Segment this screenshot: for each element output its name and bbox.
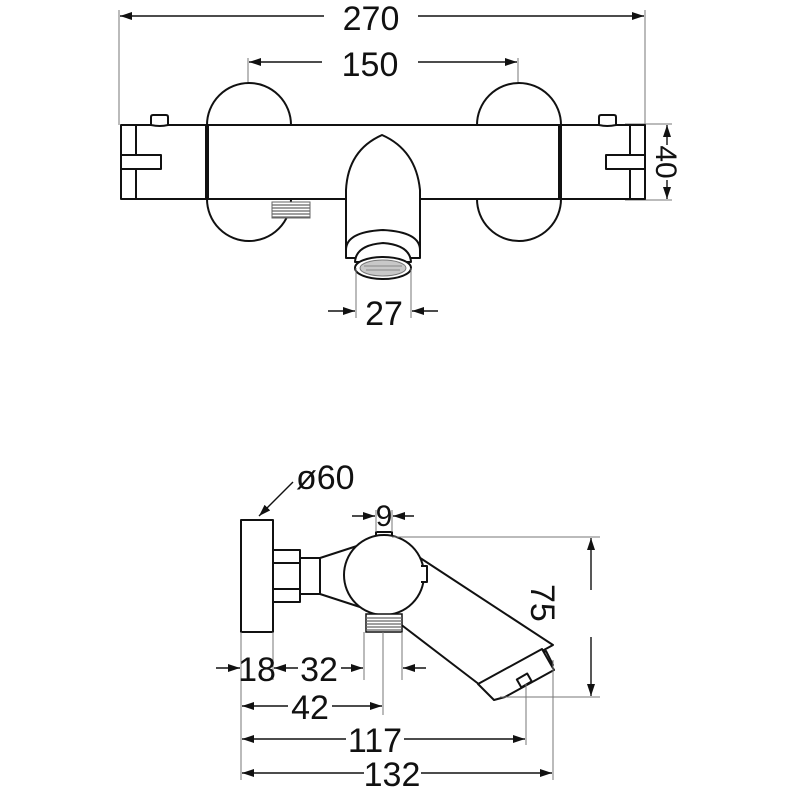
wall-flange [240, 519, 274, 633]
aerator-mesh [359, 259, 407, 277]
dimension-label-32: 32 [300, 651, 338, 689]
dimension-inlet-spacing: 150 [249, 46, 517, 84]
bath-spout [345, 134, 421, 280]
dimension-top-pin: 9 [352, 500, 414, 533]
dimension-spout-height: 75 [523, 538, 595, 696]
hex-nut [272, 549, 301, 603]
dimension-label-150: 150 [342, 46, 399, 84]
dimension-label-42: 42 [291, 689, 329, 727]
front-view: 270 150 40 [118, 0, 682, 333]
dimension-label-270: 270 [343, 0, 400, 38]
thermostat-body [343, 534, 425, 616]
side-view: ø60 [216, 459, 600, 794]
left-handle-tab [150, 114, 169, 127]
dimension-label-40: 40 [649, 145, 682, 178]
dimension-body-height: 40 [649, 125, 682, 199]
shower-outlet-thread [271, 201, 311, 219]
dimension-label-132: 132 [364, 756, 421, 794]
dimension-label-18: 18 [238, 651, 276, 689]
dimension-connector-length: 32 [274, 651, 426, 689]
body-lug [421, 565, 428, 583]
dimension-flange-diameter: ø60 [258, 459, 355, 517]
dimension-overall-depth: 132 [242, 756, 552, 794]
right-inlet-top [476, 82, 562, 126]
dimension-flange-depth: 18 [216, 651, 276, 689]
dimension-outlet-diameter: 27 [328, 268, 438, 333]
right-inlet-bottom [476, 198, 562, 242]
side-outlet-thread [365, 613, 403, 633]
dimension-label-diameter-60: ø60 [296, 459, 355, 497]
left-handle [120, 114, 207, 200]
dimension-body-axis-offset: 42 [242, 689, 382, 727]
right-handle [560, 114, 646, 200]
left-inlet-top [206, 82, 292, 126]
dimension-label-75: 75 [523, 584, 561, 622]
dimension-label-117: 117 [348, 722, 402, 760]
connector [299, 557, 321, 595]
right-handle-tab [598, 114, 617, 127]
dimension-overall-width: 270 [120, 0, 644, 38]
dimension-label-27: 27 [365, 295, 403, 333]
dimension-label-9: 9 [376, 500, 393, 533]
dimension-outlet-center-depth: 117 [242, 722, 525, 760]
